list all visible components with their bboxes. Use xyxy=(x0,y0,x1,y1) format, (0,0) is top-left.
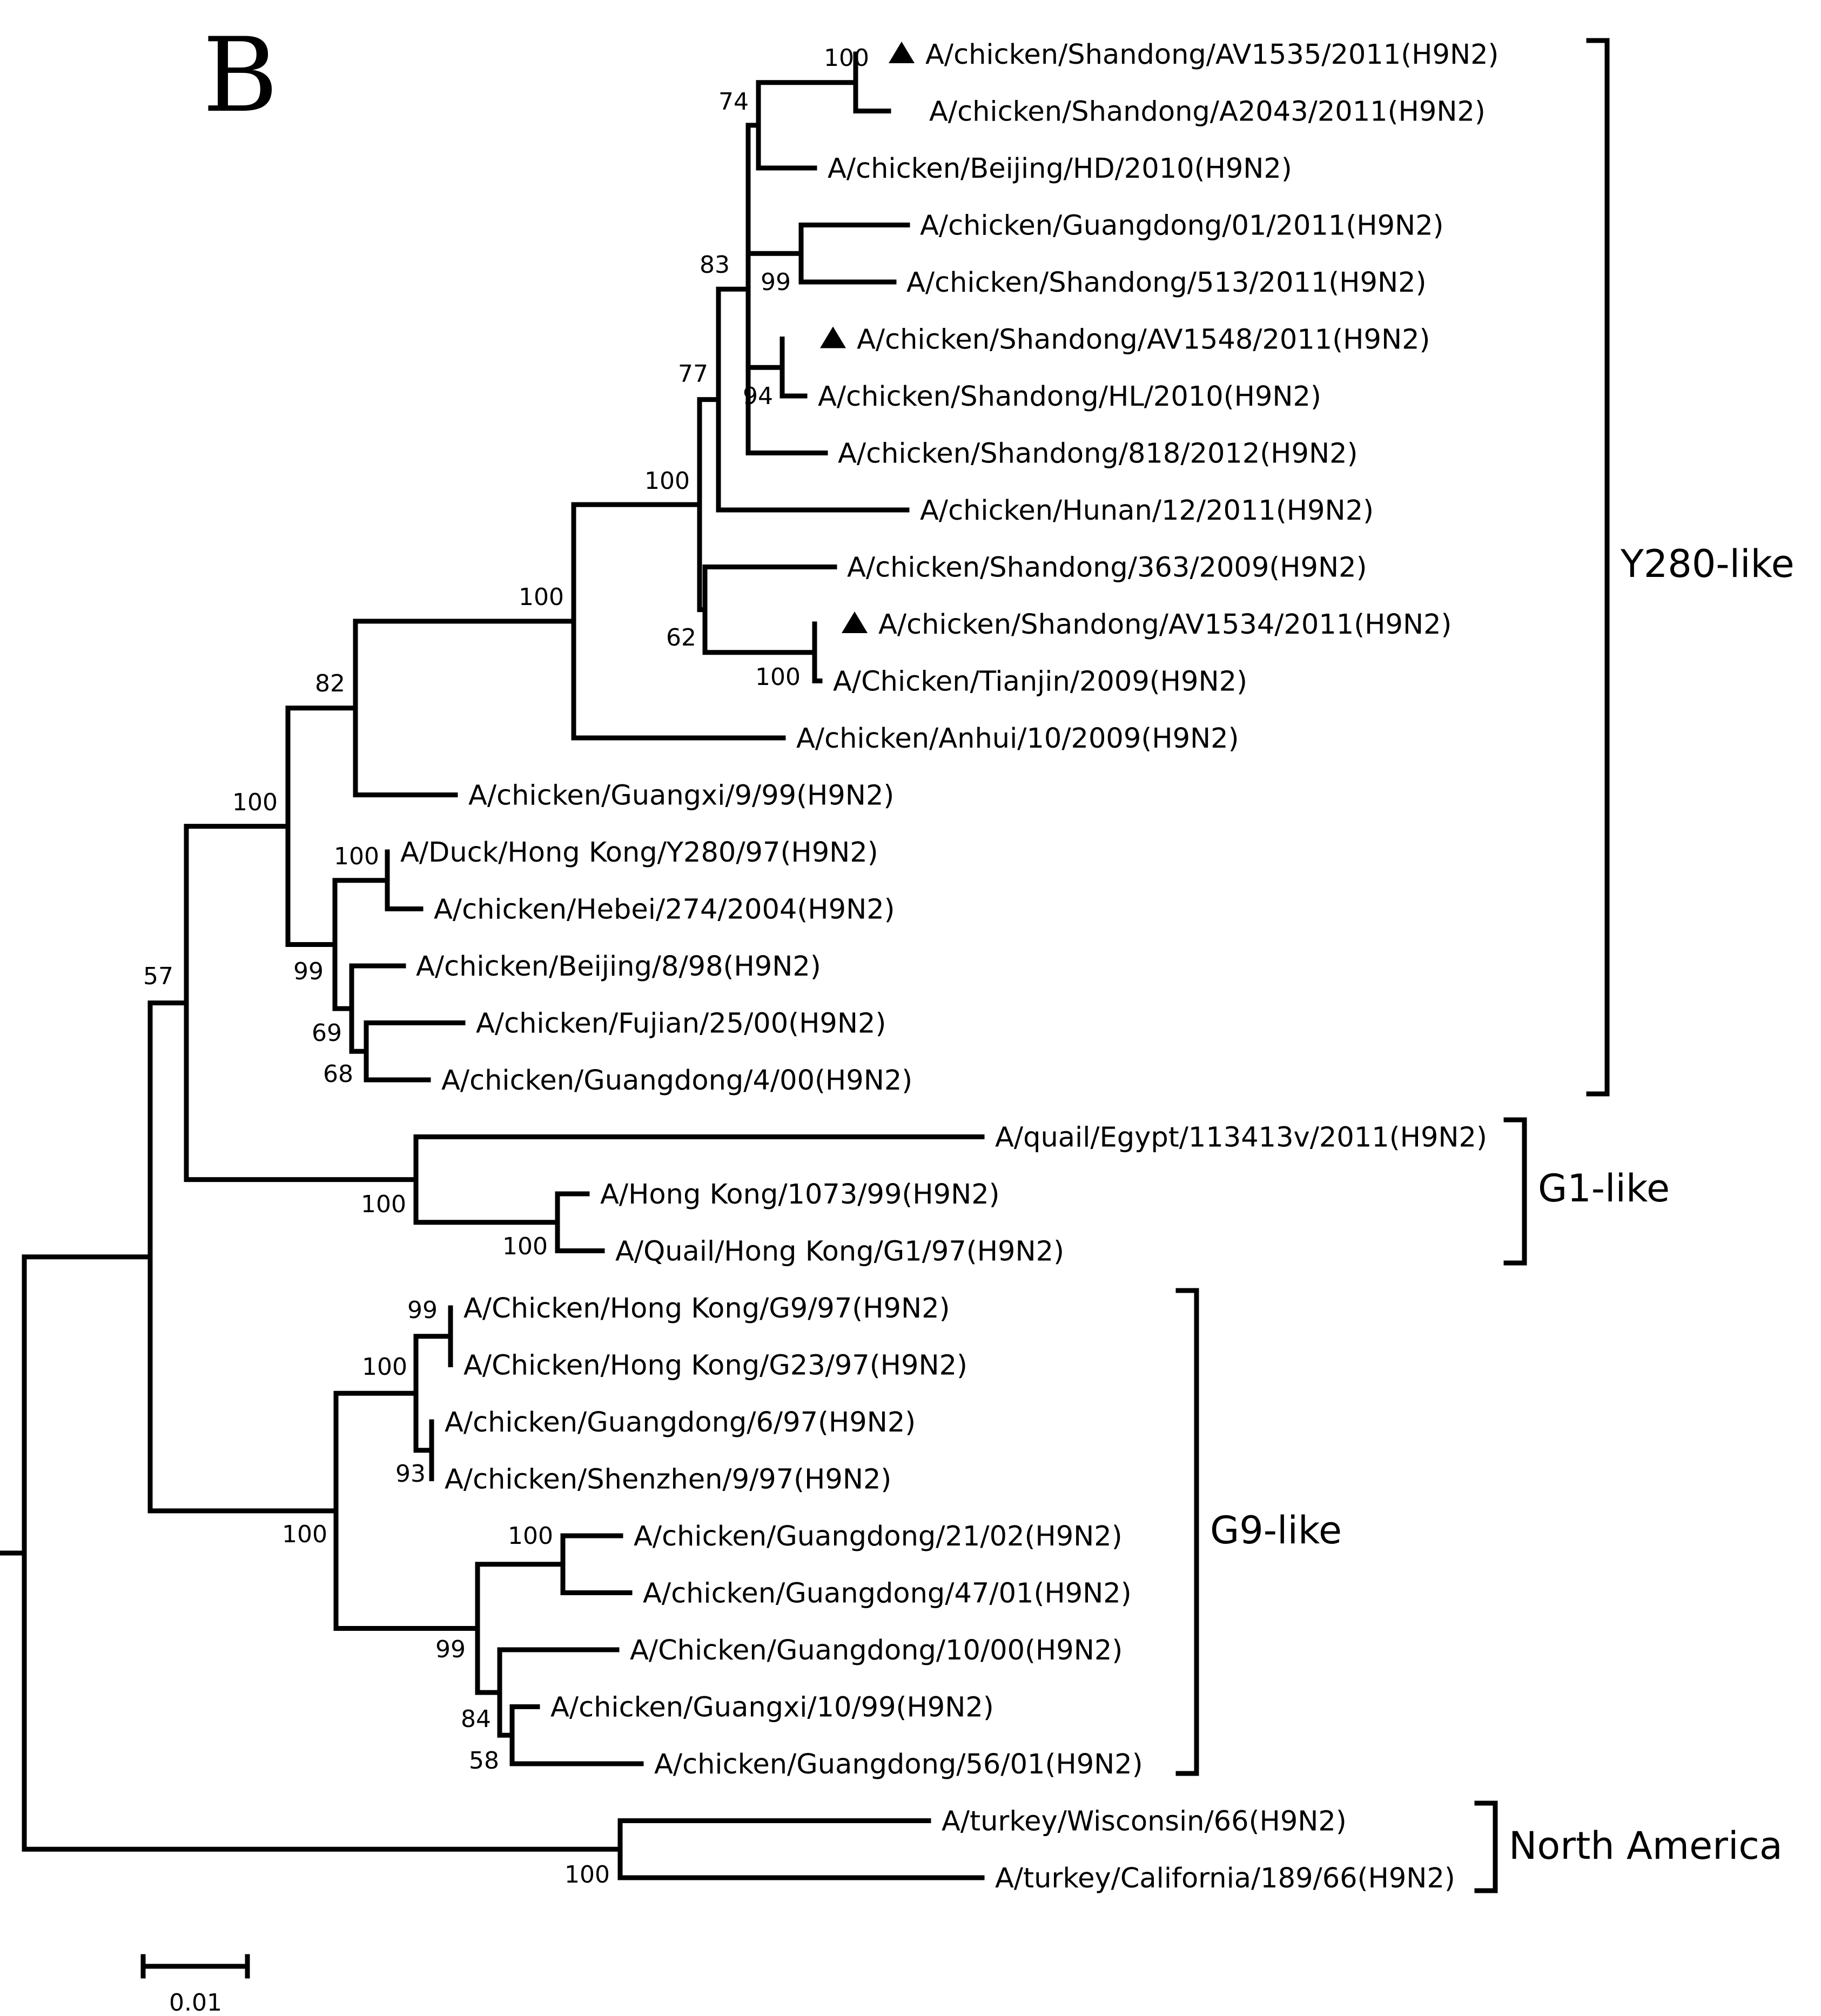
branch-root xyxy=(22,1254,623,1852)
clade-bracket-na xyxy=(1474,1800,1498,1893)
bootstrap-value: 100 xyxy=(519,583,564,611)
leaf-label: A/chicken/Guangxi/10/99(H9N2) xyxy=(550,1692,994,1724)
leaf-label: A/chicken/Hunan/12/2011(H9N2) xyxy=(920,495,1374,527)
bootstrap-value: 77 xyxy=(678,360,708,388)
bootstrap-value: 57 xyxy=(143,963,173,990)
bootstrap-value: 100 xyxy=(334,843,379,870)
leaf-label: A/chicken/Guangdong/01/2011(H9N2) xyxy=(920,210,1444,242)
leaf-label: A/quail/Egypt/113413v/2011(H9N2) xyxy=(995,1122,1487,1154)
branch-n-y280-core xyxy=(697,397,721,613)
isolate-markers xyxy=(820,42,915,633)
bootstrap-value: 100 xyxy=(565,1861,610,1889)
leaf-label: A/chicken/Guangdong/6/97(H9N2) xyxy=(445,1407,916,1439)
clade-label-na: North America xyxy=(1509,1824,1783,1868)
bootstrap-value: 83 xyxy=(700,251,730,279)
leaf-label: A/turkey/California/189/66(H9N2) xyxy=(995,1863,1455,1894)
leaf-label: A/chicken/Guangxi/9/99(H9N2) xyxy=(468,780,894,812)
leaf-label: A/Quail/Hong Kong/G1/97(H9N2) xyxy=(615,1236,1064,1268)
leaf-label: A/chicken/Shandong/AV1535/2011(H9N2) xyxy=(925,39,1499,71)
branch-n-y280-anhui xyxy=(571,502,786,741)
bootstrap-value: 100 xyxy=(232,789,278,816)
leaf-label: A/chicken/Beijing/HD/2010(H9N2) xyxy=(828,153,1292,185)
isolate-marker-triangle xyxy=(889,42,915,63)
scale-bar-line xyxy=(140,1954,250,1979)
branch-n-gd21-gd47 xyxy=(560,1533,633,1595)
bootstrap-value: 74 xyxy=(718,88,749,116)
leaf-label: A/chicken/Shenzhen/9/97(H9N2) xyxy=(445,1464,891,1496)
leaf-label: A/chicken/Beijing/8/98(H9N2) xyxy=(416,951,821,983)
isolate-marker-triangle xyxy=(842,611,868,633)
leaf-label: A/chicken/Guangdong/47/01(H9N2) xyxy=(643,1578,1132,1610)
branch-n-gd01-sd513 xyxy=(798,223,910,285)
leaf-label: A/turkey/Wisconsin/66(H9N2) xyxy=(942,1806,1347,1838)
bootstrap-labels: 100 74 99 94 83 77 100 62 100 100 82 100 68 69 99 100 10… xyxy=(143,44,869,1889)
bootstrap-value: 94 xyxy=(743,382,773,410)
clade-bracket-g9 xyxy=(1175,1288,1199,1776)
leaf-label: A/chicken/Anhui/10/2009(H9N2) xyxy=(796,723,1239,755)
branch-n-y280-all xyxy=(285,705,358,947)
bootstrap-value: 99 xyxy=(407,1296,438,1324)
bootstrap-value: 100 xyxy=(502,1233,548,1260)
branch-n-hk1073-quail xyxy=(555,1191,605,1253)
bootstrap-value: 69 xyxy=(312,1019,342,1047)
bootstrap-value: 99 xyxy=(435,1636,466,1663)
leaf-label: A/Chicken/Hong Kong/G23/97(H9N2) xyxy=(463,1350,967,1382)
clade-label-g1: G1-like xyxy=(1538,1166,1670,1211)
bootstrap-value: 100 xyxy=(824,44,869,72)
leaf-label: A/chicken/Fujian/25/00(H9N2) xyxy=(476,1008,886,1040)
leaf-label: A/chicken/Shandong/HL/2010(H9N2) xyxy=(818,381,1321,413)
leaf-label: A/chicken/Guangdong/56/01(H9N2) xyxy=(654,1749,1143,1780)
scale-bar-label: 0.01 xyxy=(169,1989,222,2016)
branch-n-g9-late xyxy=(475,1562,566,1695)
scale-bar: 0.01 xyxy=(140,1954,250,2016)
branch-n-bj-group xyxy=(349,963,406,1054)
branch-n-g9-main xyxy=(147,1000,339,1514)
clade-label-g9: G9-like xyxy=(1210,1508,1342,1553)
leaf-label: A/Duck/Hong Kong/Y280/97(H9N2) xyxy=(400,837,878,869)
leaf-label: A/Chicken/Tianjin/2009(H9N2) xyxy=(833,666,1247,698)
bootstrap-value: 99 xyxy=(293,958,324,985)
branch-n-av1548-hl xyxy=(780,337,808,399)
bootstrap-value: 58 xyxy=(469,1747,499,1775)
leaf-label: A/chicken/Guangdong/21/02(H9N2) xyxy=(634,1521,1123,1553)
leaf-label: A/chicken/Shandong/363/2009(H9N2) xyxy=(847,552,1367,584)
clade-bracket-g1 xyxy=(1503,1117,1527,1266)
isolate-marker-triangle xyxy=(820,326,846,348)
bootstrap-value: 100 xyxy=(644,467,690,495)
bootstrap-value: 62 xyxy=(666,624,696,651)
bootstrap-value: 93 xyxy=(395,1460,426,1488)
bootstrap-value: 100 xyxy=(508,1522,553,1550)
bootstrap-value: 82 xyxy=(315,670,345,697)
bootstrap-value: 100 xyxy=(361,1191,406,1218)
panel-letter: B xyxy=(203,16,278,135)
bootstrap-value: 100 xyxy=(362,1353,407,1381)
leaf-label: A/chicken/Shandong/AV1548/2011(H9N2) xyxy=(857,324,1430,356)
leaf-label: A/chicken/Guangdong/4/00(H9N2) xyxy=(441,1065,912,1097)
clade-label-y280: Y280-like xyxy=(1620,542,1795,586)
tree-branches xyxy=(0,51,985,1880)
branch-n-y280-gx xyxy=(353,619,576,797)
bootstrap-value: 99 xyxy=(761,268,791,296)
leaf-label: A/chicken/Hebei/274/2004(H9N2) xyxy=(434,894,895,926)
leaf-label: A/chicken/Shandong/513/2011(H9N2) xyxy=(906,267,1426,299)
leaf-label: A/Hong Kong/1073/99(H9N2) xyxy=(600,1179,1000,1211)
bootstrap-value: 68 xyxy=(323,1060,353,1088)
leaf-label: A/Chicken/Hong Kong/G9/97(H9N2) xyxy=(463,1293,950,1325)
bootstrap-value: 100 xyxy=(282,1521,327,1548)
branch-n-old-y280 xyxy=(332,878,390,1011)
leaf-label: A/chicken/Shandong/AV1534/2011(H9N2) xyxy=(878,609,1452,641)
bootstrap-value: 100 xyxy=(755,663,801,691)
branch-n-north-america xyxy=(617,1818,985,1880)
bootstrap-value: 84 xyxy=(461,1705,491,1733)
leaf-label: A/Chicken/Guangdong/10/00(H9N2) xyxy=(630,1635,1123,1666)
clade-bracket-y280 xyxy=(1586,38,1610,1097)
leaf-label: A/chicken/Shandong/818/2012(H9N2) xyxy=(838,438,1358,470)
leaf-labels: A/chicken/Shandong/AV1535/2011(H9N2) A/ch… xyxy=(400,39,1499,1894)
leaf-label: A/chicken/Shandong/A2043/2011(H9N2) xyxy=(929,96,1486,128)
